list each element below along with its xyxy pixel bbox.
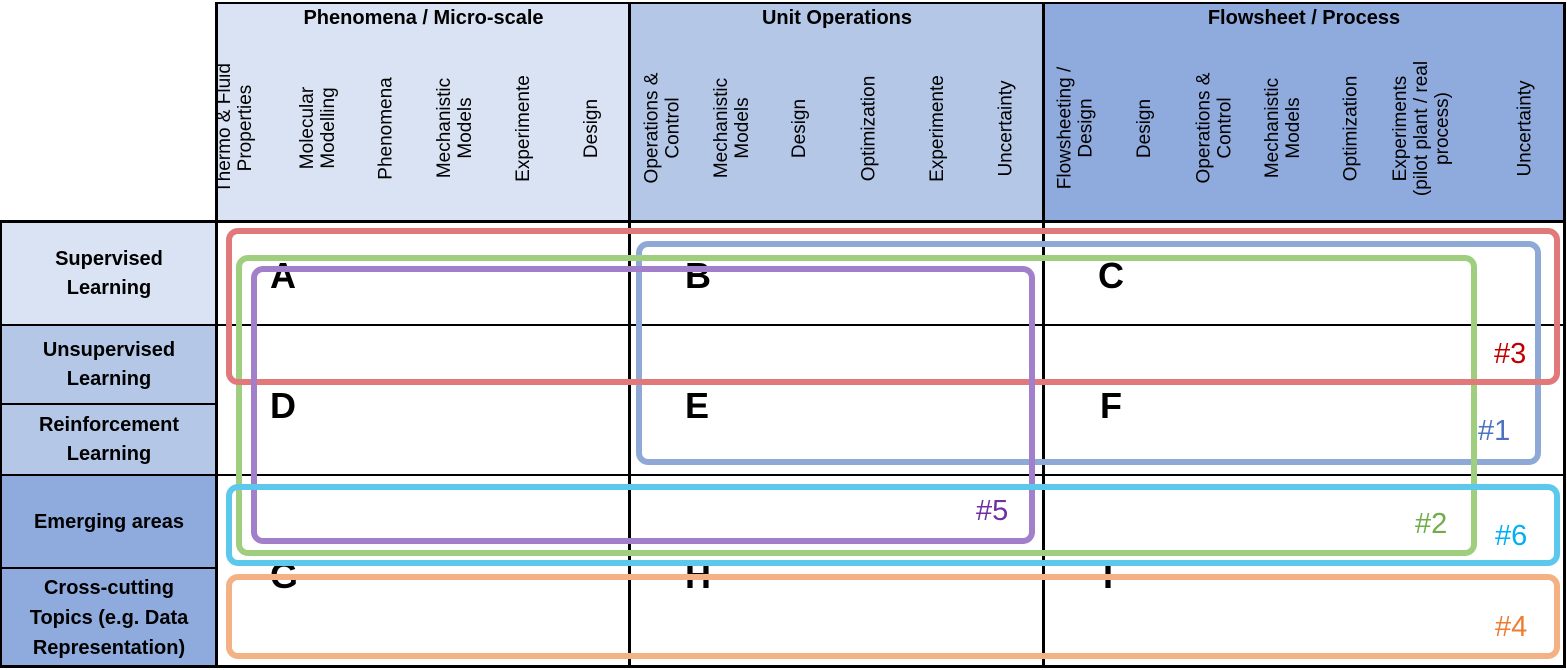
column-label: Design xyxy=(789,98,811,158)
row-label-supervised: Supervised Learning xyxy=(55,247,163,299)
header-bg-unit-operations xyxy=(630,3,1044,220)
column-label: Optimization xyxy=(1340,75,1362,181)
group-title-unit-operations: Unit Operations xyxy=(761,6,912,29)
row-bg-crosscutting xyxy=(2,569,216,666)
column-label: Thermo & Fluid Properties xyxy=(214,63,256,193)
grid-line xyxy=(0,222,2,668)
grid-line xyxy=(0,567,216,569)
column-label: Experimente xyxy=(926,74,948,182)
column-label: Optimization xyxy=(858,75,880,181)
cell-label-f: F xyxy=(1100,385,1122,426)
row-bg-reinforcement xyxy=(2,405,216,475)
cell-label-c: C xyxy=(1098,255,1124,296)
region-tag-5: #5 xyxy=(976,495,1009,527)
region-box-5 xyxy=(251,266,1035,544)
grid-line xyxy=(215,2,218,668)
region-box-1 xyxy=(636,241,1541,465)
row-label-crosscutting: Cross-cutting Topics (e.g. Data Represen… xyxy=(29,576,189,659)
header-bg-phenomena xyxy=(217,3,630,220)
region-tag-4: #4 xyxy=(1495,611,1528,643)
column-label: Operations & Control xyxy=(1193,72,1235,184)
column-label: Mechanistic Models xyxy=(434,77,477,179)
column-label: Experimente xyxy=(512,74,534,182)
column-label: Design xyxy=(581,98,603,158)
row-label-unsupervised: Unsupervised Learning xyxy=(42,339,176,390)
grid-line xyxy=(0,403,216,405)
group-title-flowsheet: Flowsheet / Process xyxy=(1207,6,1401,29)
grid-line xyxy=(1563,2,1566,668)
row-bg-emerging xyxy=(2,476,216,568)
row-bg-unsupervised xyxy=(2,326,216,404)
header-bg-flowsheet xyxy=(1044,3,1564,220)
column-label: Phenomena xyxy=(375,76,397,180)
grid-line xyxy=(0,220,1566,223)
column-label: Uncertainty xyxy=(995,79,1017,177)
grid-line xyxy=(628,2,631,668)
region-tag-3: #3 xyxy=(1494,338,1527,370)
column-label: Molecular Modelling xyxy=(297,86,339,170)
column-label: Mechanistic Models xyxy=(1262,77,1305,179)
region-tag-2: #2 xyxy=(1415,508,1448,540)
grid-line xyxy=(215,2,1566,4)
column-label: Experiments (pilot plant / real process) xyxy=(1390,60,1454,196)
grid-line xyxy=(0,474,1566,476)
grid-line xyxy=(1042,2,1045,668)
cell-label-b: B xyxy=(685,255,711,296)
region-box-6 xyxy=(226,484,1560,566)
cell-label-e: E xyxy=(685,385,710,426)
row-label-reinforcement: Reinforcement Learning xyxy=(38,414,180,465)
region-box-3 xyxy=(226,228,1560,385)
cell-label-a: A xyxy=(270,255,296,296)
column-label: Mechanistic Models xyxy=(711,77,754,179)
region-box-4 xyxy=(226,574,1560,659)
region-tag-6: #6 xyxy=(1495,520,1528,552)
grid-line xyxy=(0,665,1566,668)
cell-label-d: D xyxy=(270,385,296,426)
row-bg-supervised xyxy=(2,222,216,325)
column-label: Flowsheeting / Design xyxy=(1054,66,1097,190)
region-box-2 xyxy=(236,255,1477,556)
column-label: Uncertainty xyxy=(1514,79,1536,177)
group-title-phenomena: Phenomena / Micro-scale xyxy=(303,6,544,29)
column-label: Operations & Control xyxy=(641,72,683,184)
row-label-emerging: Emerging areas xyxy=(33,510,185,533)
region-tag-1: #1 xyxy=(1478,415,1511,447)
grid-line xyxy=(0,324,1566,326)
column-label: Design xyxy=(1134,98,1156,158)
